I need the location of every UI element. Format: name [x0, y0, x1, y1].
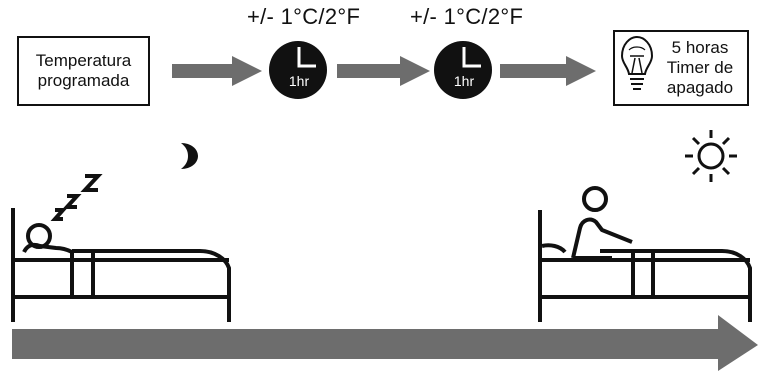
scheduled-temperature-box: Temperatura programada: [17, 36, 150, 106]
clock-label-2: 1hr: [454, 73, 475, 89]
temp-change-label-2: +/- 1°C/2°F: [410, 4, 524, 29]
start-label-line1: Temperatura: [35, 51, 132, 70]
lightbulb-icon: [620, 35, 654, 90]
end-label-line3: apagado: [666, 78, 734, 97]
end-label-line2: Timer de: [666, 58, 734, 77]
flow-arrow-1: [172, 56, 262, 86]
moon-icon: [181, 143, 198, 169]
clock-label-1: 1hr: [289, 73, 310, 89]
sun-icon: [685, 130, 737, 182]
clock-icon: 1hr: [269, 41, 327, 99]
off-timer-box: 5 horas Timer de apagado: [613, 30, 749, 106]
end-label-line1: 5 horas: [671, 38, 729, 57]
flow-arrow-3: [500, 56, 596, 86]
clock-icon: 1hr: [434, 41, 492, 99]
start-label-line2: programada: [37, 71, 130, 90]
sleeping-person-bed-icon: [11, 208, 231, 322]
zzz-icon: [50, 174, 103, 221]
temp-change-label-1: +/- 1°C/2°F: [247, 4, 361, 29]
flow-arrows: [172, 56, 596, 86]
awake-person-bed-icon: [538, 186, 752, 322]
timeline-arrow: [12, 315, 758, 371]
flow-arrow-2: [337, 56, 430, 86]
